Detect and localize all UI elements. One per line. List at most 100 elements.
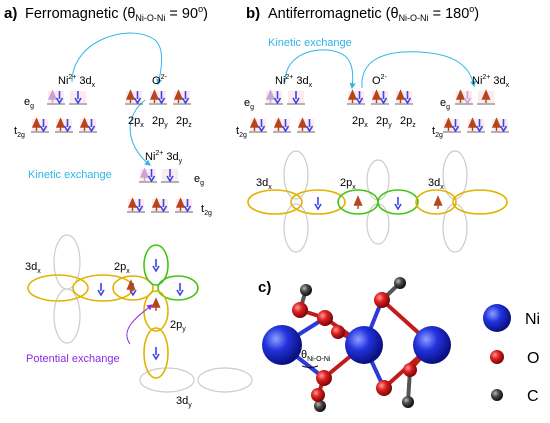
orbital-spin-down [152, 259, 160, 273]
kinetic-arrow-b-left [284, 49, 356, 90]
kinetic-arrow-b-right [361, 51, 476, 89]
spin-up-arrow [175, 197, 186, 211]
b-orbital-chain [247, 150, 508, 253]
orbital-spin-down [176, 283, 184, 297]
a-2py-orb-label: 2py [170, 319, 186, 333]
spin-down-arrow [159, 199, 168, 213]
spin-down-arrow [147, 169, 156, 183]
spin-up-arrow [265, 89, 276, 103]
spin-up-arrow [297, 117, 308, 131]
spin-down-arrow [305, 119, 314, 133]
panel-c-letter: c) [258, 279, 271, 296]
spin-up-arrow [47, 89, 58, 103]
spin-down-arrow [55, 91, 64, 105]
spin-up-arrow [127, 197, 138, 211]
orbital-spin-up [126, 279, 136, 293]
legend-o-swatch [490, 350, 504, 364]
panel-a-letter: a) [4, 5, 17, 22]
spin-down-arrow [157, 91, 166, 105]
spin-down-arrow [257, 119, 266, 133]
a-2py-label: 2py [152, 115, 168, 129]
spin-down-arrow [451, 119, 460, 133]
b-t2g-left-label: t2g [236, 125, 247, 139]
legend-c-label: C [527, 388, 539, 405]
spin-up-arrow [481, 89, 491, 103]
a-3dy-label: 3dy [176, 395, 192, 409]
b-ni-right-label: Ni2+ 3dx [472, 74, 510, 89]
a-2px-orb-label: 2px [114, 261, 130, 275]
a-3dx-label: 3dx [25, 261, 41, 275]
spin-up-arrow [455, 89, 466, 103]
spin-up-arrow [139, 167, 150, 181]
legend-ni-label: Ni [525, 311, 540, 328]
spin-up-arrow [151, 197, 162, 211]
spin-up-arrow [249, 117, 260, 131]
spin-up-arrow [31, 117, 42, 131]
panel-b-letter: b) [246, 5, 260, 22]
spin-down-arrow [87, 119, 96, 133]
legend-ni-swatch [483, 304, 511, 332]
legend-c-swatch [491, 389, 503, 401]
panel-a-title: Ferromagnetic (θNi-O-Ni = 90o) [25, 4, 208, 23]
spin-up-arrow [347, 89, 358, 103]
spin-up-arrow [125, 89, 136, 103]
b-3dx-right-label: 3dx [428, 177, 444, 191]
orbital-spin-down [97, 283, 105, 297]
spin-up-arrow [443, 117, 454, 131]
spin-up-arrow [273, 117, 284, 131]
b-2py-label: 2py [376, 115, 392, 129]
spin-down-arrow [475, 119, 484, 133]
b-eg-right-label: eg [440, 97, 450, 111]
a-t2g2-label: t2g [201, 203, 212, 217]
orbital-spin-up [433, 195, 443, 209]
spin-down-arrow [292, 91, 300, 105]
a-o-label: O2- [152, 74, 167, 87]
spin-down-arrow [355, 91, 364, 105]
spin-up-arrow [395, 89, 406, 103]
b-3dx-left-label: 3dx [256, 177, 272, 191]
a-orbital-diagram [27, 234, 253, 393]
spin-down-arrow [403, 91, 412, 105]
b-kinetic-label: Kinetic exchange [268, 37, 352, 49]
kinetic-arrow-a-top [71, 32, 163, 86]
spin-up-arrow [173, 89, 184, 103]
spin-down-arrow [463, 91, 472, 105]
spin-up-arrow [149, 89, 160, 103]
orbital-spin-up [151, 297, 161, 311]
spin-up-arrow [467, 117, 478, 131]
orbital-spin-down [394, 197, 402, 211]
c-angle-label: θNi-O-Ni [301, 349, 331, 363]
a-potential-label: Potential exchange [26, 353, 120, 365]
a-t2g-label: t2g [14, 125, 25, 139]
legend-o-label: O [527, 350, 539, 367]
spin-up-arrow [55, 117, 66, 131]
spin-down-arrow [273, 91, 282, 105]
legend: Ni O C [483, 304, 540, 405]
b-o-label: O2- [372, 74, 387, 87]
molecule-structure [262, 277, 451, 412]
a-ni-top-label: Ni2+ 3dx [58, 74, 96, 89]
b-2px-orb-label: 2px [340, 177, 356, 191]
orbital-spin-up [353, 195, 363, 209]
a-eg-label: eg [24, 96, 34, 110]
b-2px-label: 2px [352, 115, 368, 129]
b-eg-left-label: eg [244, 97, 254, 111]
spin-down-arrow [183, 199, 192, 213]
spin-up-arrow [491, 117, 502, 131]
spin-down-arrow [63, 119, 72, 133]
spin-down-arrow [499, 119, 508, 133]
b-2pz-label: 2pz [400, 115, 416, 129]
a-2pz-label: 2pz [176, 115, 192, 129]
spin-arrows [31, 89, 509, 361]
spin-up-arrow [371, 89, 382, 103]
kinetic-arrow-a-down [129, 99, 151, 166]
spin-down-arrow [281, 119, 290, 133]
spin-down-arrow [166, 169, 174, 183]
spin-down-arrow [74, 91, 82, 105]
spin-up-arrow [79, 117, 90, 131]
spin-down-arrow [39, 119, 48, 133]
a-2px-label: 2px [128, 115, 144, 129]
spin-down-arrow [379, 91, 388, 105]
